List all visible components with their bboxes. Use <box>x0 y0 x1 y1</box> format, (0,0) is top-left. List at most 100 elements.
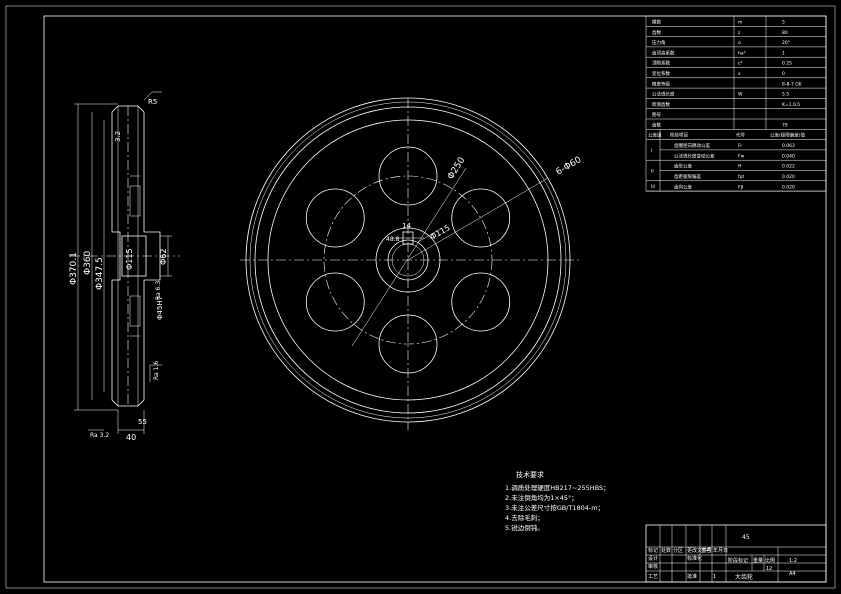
group-item-value: 0.020 <box>782 184 795 190</box>
param-name: 图号 <box>652 112 661 118</box>
rough-label-3: Ra 1.6 <box>153 361 160 380</box>
group-item-name: 齿向公差 <box>674 183 692 190</box>
tb-scale-label: 比例 <box>765 557 775 564</box>
group-header-2: 检验项目 <box>670 131 688 138</box>
group-label: III <box>651 184 655 190</box>
param-name: 模数 <box>652 19 661 26</box>
param-name: 变位系数 <box>652 70 670 77</box>
outer-frame <box>5 5 836 589</box>
leader-holes <box>407 177 549 261</box>
param-name: 公法线长度 <box>652 91 675 98</box>
note-2: 2.未注倒角均为1×45°； <box>505 493 578 502</box>
group-item-name: 齿形公差 <box>674 163 692 170</box>
group-label: II <box>651 169 654 175</box>
param-value: 79 <box>782 123 788 129</box>
group-item-value: 0.063 <box>782 143 795 149</box>
leader-pcd <box>351 167 467 347</box>
dedendum-circle <box>254 106 562 414</box>
param-value: 20° <box>782 40 790 46</box>
addendum-circle <box>245 97 571 423</box>
lightening-hole <box>378 146 438 206</box>
param-value: 0.25 <box>782 61 792 67</box>
tb-col-zone: 分区 <box>673 547 683 554</box>
pitch-circle <box>249 101 567 419</box>
lightening-hole <box>451 188 511 248</box>
group-header-4: 公差(极限偏差)值 <box>770 131 806 138</box>
rough-label-2: Ra 6.3 <box>155 281 162 300</box>
tb-stage: 阶段标记 <box>728 557 748 564</box>
note-4: 4.去除毛刺； <box>505 513 544 522</box>
dim-root: Φ347.5 <box>95 257 105 290</box>
hub-circle <box>375 227 441 293</box>
tb-label-review: 审核 <box>648 563 658 570</box>
title-block: 标记 设计 审核 工艺 处数 分区 更改文件号 签名 年月日 标准化 批准 阶段… <box>645 524 827 583</box>
param-symbol: m <box>738 21 742 26</box>
group-item-name: 公法线长度变动公差 <box>674 152 715 159</box>
tb-code: A4 <box>789 571 796 577</box>
param-value: 1 <box>782 50 785 56</box>
tb-weight: 12 <box>766 566 772 572</box>
group-item-symbol: ff <box>738 164 742 170</box>
param-name: 齿数 <box>652 29 661 36</box>
lightening-hole <box>451 272 511 332</box>
param-value: 80 <box>782 30 788 36</box>
dim-hub-width: 55 <box>138 418 147 426</box>
hub-bore <box>121 235 147 277</box>
side-view: Φ370.1 Φ360 Φ347.5 Φ62 Φ115 40 55 R5 Φ45… <box>69 91 180 442</box>
group-item-name: 齿距极限偏差 <box>674 173 701 180</box>
tb-col-date: 年月日 <box>713 547 728 554</box>
param-value: 5.5 <box>782 92 789 98</box>
dim-hub-od: Φ115 <box>125 248 134 270</box>
param-name: 齿顶高系数 <box>652 49 675 56</box>
param-value: 8-8-7 GK <box>782 81 803 87</box>
param-symbol: x <box>738 72 741 77</box>
param-name: 顶隙系数 <box>652 60 670 67</box>
param-symbol: α <box>738 41 741 46</box>
tb-part-name: 大齿轮 <box>735 573 753 581</box>
tb-weight-label: 重量 <box>753 557 763 564</box>
tb-scale: 1:2 <box>789 558 797 564</box>
group-item-value: 0.020 <box>782 174 795 180</box>
lightening-hole <box>305 272 365 332</box>
tb-col-doc: 更改文件号 <box>687 547 712 554</box>
note-5: 5.锐边倒钝。 <box>505 523 544 532</box>
group-item-symbol: fpt <box>738 174 744 180</box>
label-key-depth: 48.8 <box>386 236 400 243</box>
param-name: 跨测齿数 <box>652 101 670 108</box>
tb-col-sign: 签名 <box>701 547 711 554</box>
dim-rough: 3.2 <box>114 131 122 142</box>
tb-label-design: 设计 <box>648 555 658 562</box>
lightening-hole <box>305 188 365 248</box>
label-holes: 6-Φ60 <box>555 155 584 178</box>
technical-notes: 技术要求 1.调质处理硬度HB217~255HBS； 2.未注倒角均为1×45°… <box>505 470 610 532</box>
lightening-holes <box>305 146 511 374</box>
param-name: 齿数 <box>652 122 661 129</box>
tb-sheet: 1 <box>713 574 716 580</box>
tb-label-process: 工艺 <box>648 574 658 580</box>
tb-label-mark: 标记 <box>648 547 658 554</box>
tb-approve: 批准 <box>687 573 697 580</box>
dim-width: 40 <box>126 433 136 442</box>
note-1: 1.调质处理硬度HB217~255HBS； <box>505 483 610 492</box>
param-name: 精度等级 <box>652 80 670 87</box>
param-value: 5 <box>782 20 785 26</box>
group-item-name: 齿圈径向跳动公差 <box>674 142 710 149</box>
bore-circle <box>387 239 429 281</box>
front-view: Φ250 6-Φ60 Φ115 14 48.8 <box>240 97 584 430</box>
group-item-symbol: Fβ <box>738 184 744 190</box>
group-header-3: 代号 <box>736 131 745 138</box>
tb-col-count: 处数 <box>661 547 671 554</box>
lightening-hole <box>378 314 438 374</box>
tb-material: 45 <box>742 534 750 541</box>
inner-frame <box>43 15 827 583</box>
dim-od: Φ370.1 <box>69 252 79 285</box>
dim-hub: Φ62 <box>159 249 168 265</box>
param-symbol: W <box>738 92 743 98</box>
group-item-value: 0.022 <box>782 164 795 170</box>
label-key-width: 14 <box>402 222 411 230</box>
tb-standard: 标准化 <box>687 555 702 562</box>
param-symbol: c* <box>738 61 743 67</box>
param-symbol: z <box>738 31 741 36</box>
rim-inner-circle <box>267 119 549 401</box>
